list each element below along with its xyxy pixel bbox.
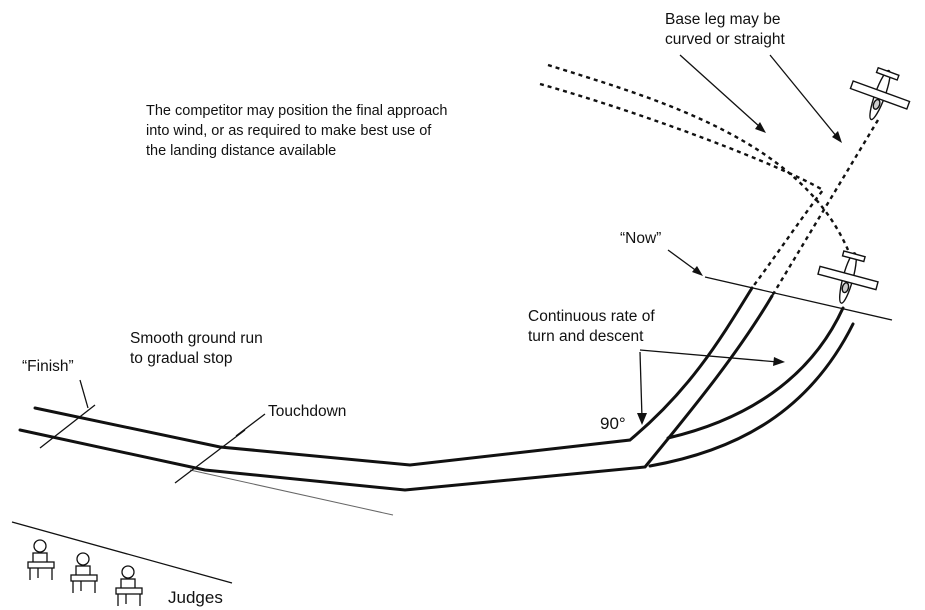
continuous-leader-down (639, 351, 643, 419)
base-leg-leader-straight (769, 54, 838, 138)
arrowhead-90 (637, 413, 647, 425)
finish-label: “Finish” (22, 358, 74, 375)
now-leader (667, 249, 699, 273)
aircraft-tail (841, 250, 866, 263)
competitor-note-line-3: the landing distance available (146, 143, 337, 159)
arrowhead-base-curved (755, 122, 766, 133)
touchdown-leader (235, 413, 266, 437)
continuous-label-line-2: turn and descent (528, 328, 644, 345)
runway-edge-line (189, 469, 394, 516)
smooth-run-label: Smooth ground run to gradual stop (130, 329, 263, 369)
turn-curves (648, 306, 855, 468)
base-leg-paths (539, 63, 880, 297)
seated-judge-icon-3 (115, 565, 143, 606)
seated-judge-icon-2 (70, 552, 98, 593)
seated-judge-icon-1 (27, 539, 55, 580)
ground-track (18, 286, 774, 492)
aircraft-canopy (841, 282, 850, 294)
smooth-run-label-line-2: to gradual stop (130, 350, 233, 367)
ground-track-upper-line (33, 286, 754, 467)
competitor-note: The competitor may position the final ap… (146, 101, 447, 161)
base-leg-label-line-1: Base leg may be (665, 11, 781, 28)
aircraft-wing (817, 265, 879, 291)
judges-line (11, 521, 233, 584)
small-aircraft-icon-lower (817, 250, 879, 304)
arrowhead-now (692, 266, 703, 276)
finish-marker-line (39, 404, 96, 449)
touchdown-marker-line (174, 429, 246, 484)
arrow-heads (637, 122, 842, 425)
base-leg-curved-inner (539, 82, 825, 289)
base-leg-straight (770, 119, 880, 297)
now-line (704, 276, 893, 321)
continuous-leader-horizontal (639, 349, 779, 363)
small-aircraft-icon-upper (849, 66, 911, 121)
arrowhead-base-straight (832, 131, 842, 143)
base-leg-label-line-2: curved or straight (665, 31, 785, 48)
continuous-label: Continuous rate of turn and descent (528, 307, 655, 347)
touchdown-label: Touchdown (268, 403, 347, 420)
ground-track-lower-line (18, 294, 774, 492)
angle-label: 90° (600, 414, 626, 433)
competitor-note-line-2: into wind, or as required to make best u… (146, 123, 432, 139)
competitor-note-line-1: The competitor may position the final ap… (146, 103, 448, 119)
base-leg-curved-outer (547, 63, 850, 251)
base-leg-label: Base leg may be curved or straight (665, 10, 785, 50)
turn-curve-upper (666, 306, 845, 440)
arrowhead-continuous (773, 357, 785, 366)
base-leg-leader-curved (679, 54, 761, 128)
finish-leader (79, 379, 89, 409)
now-label: “Now” (620, 230, 662, 247)
leader-arrows (79, 54, 838, 437)
aircraft-wing (849, 80, 911, 110)
continuous-label-line-1: Continuous rate of (528, 308, 655, 325)
aircraft-canopy (872, 98, 881, 110)
smooth-run-label-line-1: Smooth ground run (130, 330, 263, 347)
judges-label: Judges (168, 588, 223, 607)
turn-curve-lower (648, 322, 855, 468)
aircraft-tail (875, 66, 900, 81)
